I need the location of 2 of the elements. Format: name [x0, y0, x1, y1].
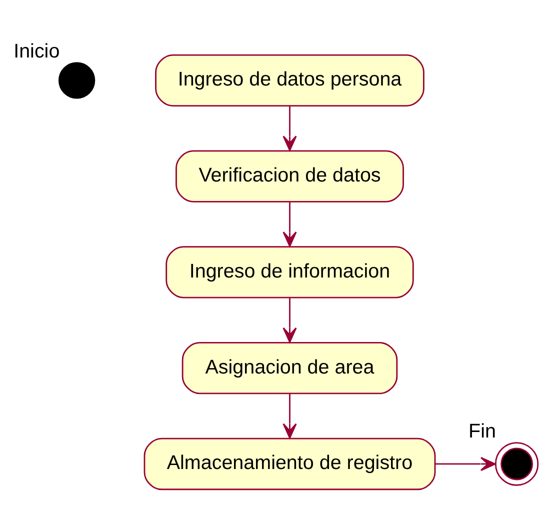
node-label: Inicio	[14, 40, 60, 62]
node-label: Fin	[468, 420, 496, 442]
